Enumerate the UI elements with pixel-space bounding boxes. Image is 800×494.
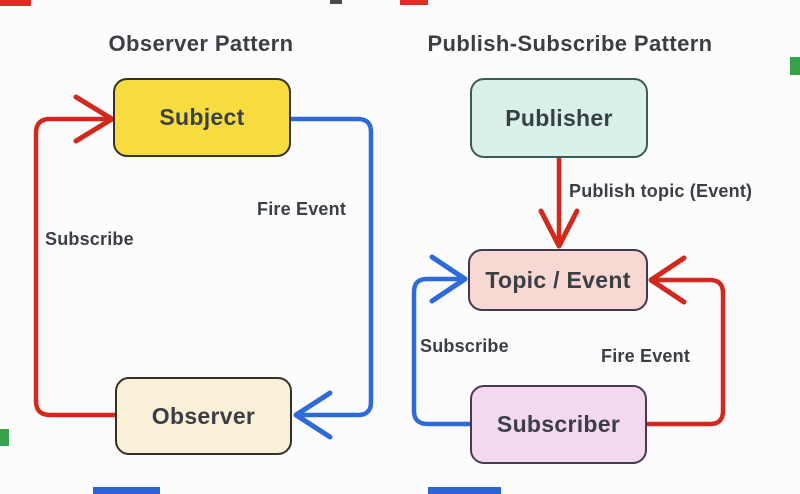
pubsub-pattern-title: Publish-Subscribe Pattern (427, 31, 713, 56)
observer-subscribe-line (33, 116, 118, 418)
edge-mark-top-left (0, 0, 31, 6)
edge-mark-bottom-mid (428, 487, 501, 494)
publisher-node: Publisher (470, 78, 648, 158)
observer-subscribe-arrowhead (73, 94, 115, 144)
topic-event-node: Topic / Event (468, 249, 648, 311)
subject-node: Subject (113, 78, 291, 157)
pubsub-fire-event-label: Fire Event (601, 346, 691, 366)
edge-mark-top-dark (330, 0, 342, 4)
pubsub-subscribe-label: Subscribe (420, 336, 509, 356)
observer-fire-event-label: Fire Event (257, 199, 347, 219)
publish-topic-label: Publish topic (Event) (569, 181, 753, 201)
observer-fire-event-arrowhead (293, 390, 333, 440)
subscriber-node: Subscriber (470, 385, 647, 464)
edge-mark-left (0, 429, 9, 446)
publish-topic-arrowhead (538, 208, 580, 249)
observer-fire-event-line (288, 116, 374, 418)
pubsub-subscribe-arrowhead (429, 254, 468, 304)
pubsub-fire-event-arrowhead (648, 255, 687, 305)
observer-subscribe-label: Subscribe (45, 229, 134, 249)
edge-mark-right (790, 57, 800, 75)
observer-node: Observer (115, 377, 292, 455)
observer-pattern-title: Observer Pattern (108, 31, 294, 56)
edge-mark-bottom-left (93, 487, 160, 494)
edge-mark-top-center (400, 0, 428, 5)
